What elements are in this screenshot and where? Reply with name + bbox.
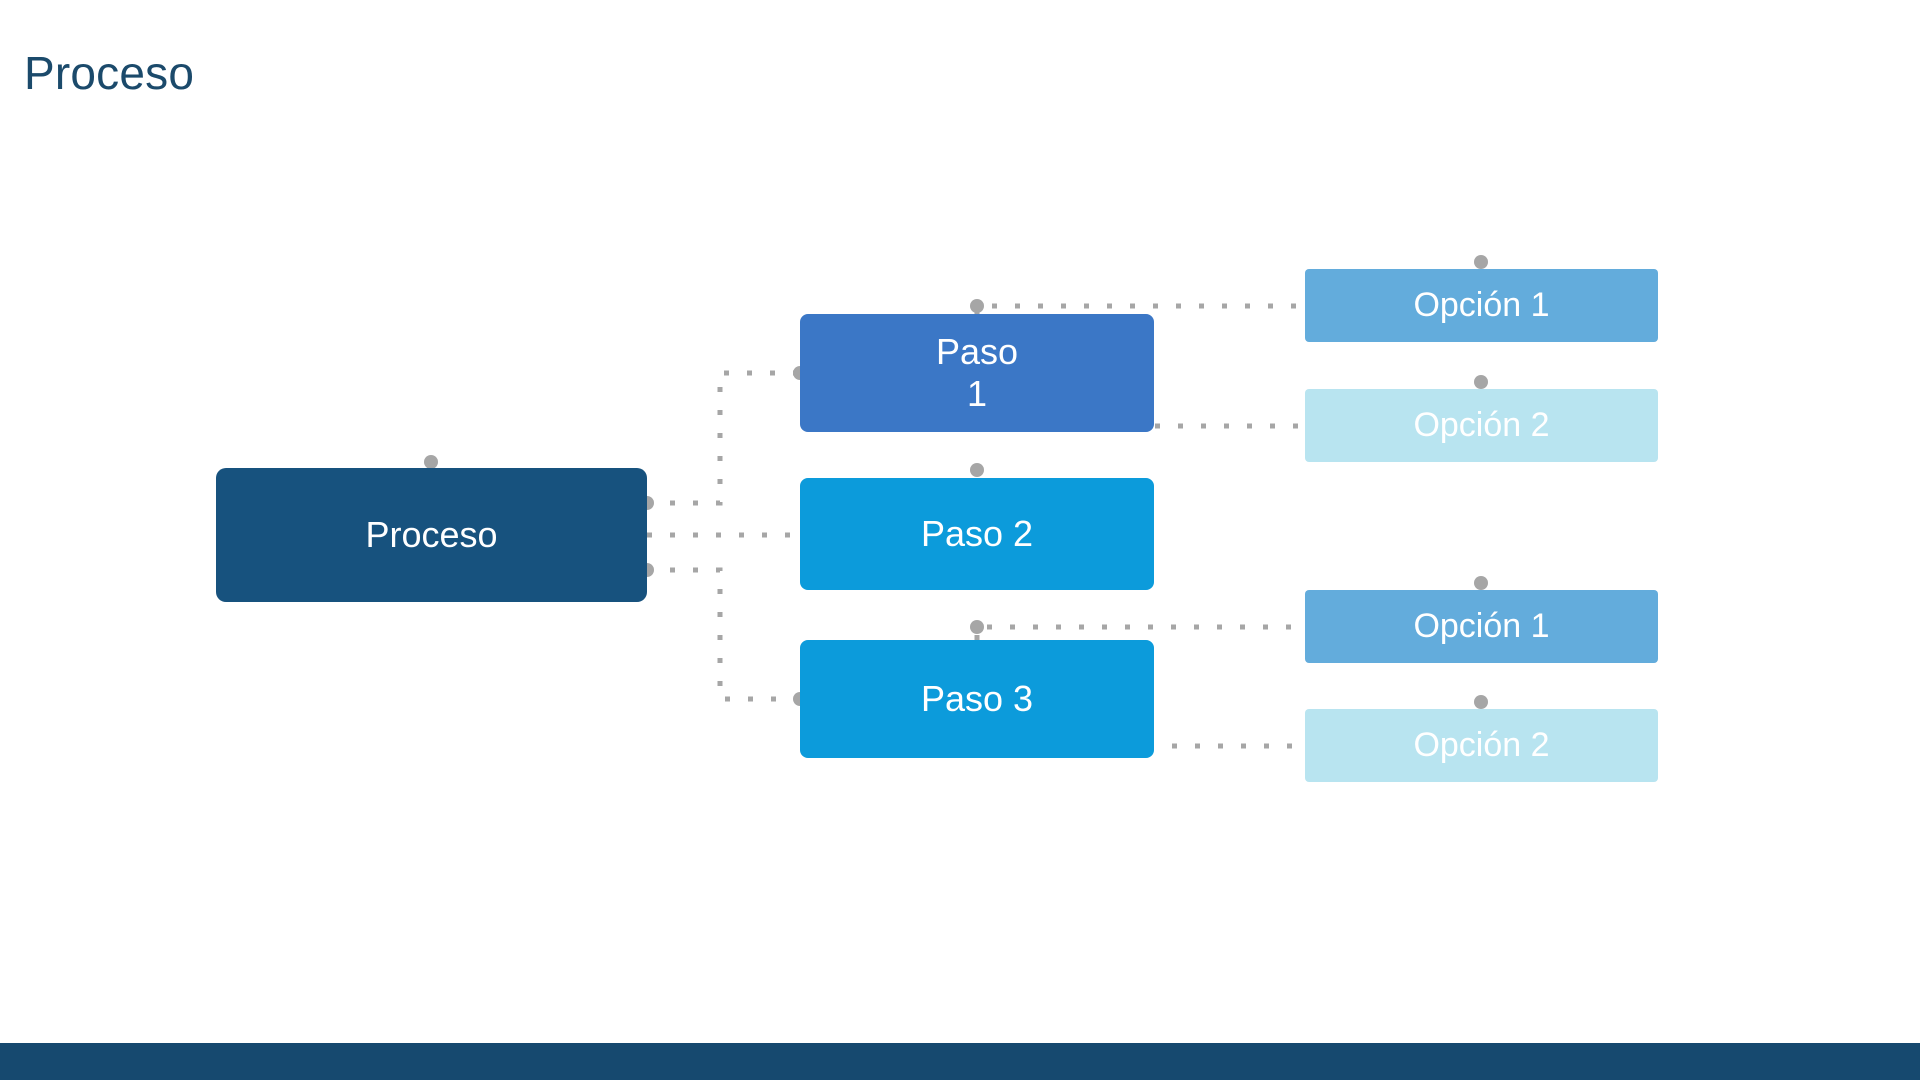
handle-step3-top (970, 620, 984, 634)
handle-root-top (424, 455, 438, 469)
edge-root-step3 (647, 567, 800, 702)
edge-root-step1 (647, 370, 800, 506)
handle-opt-c-top (1474, 576, 1488, 590)
edge-step3-option1 (974, 624, 1305, 640)
node-opcion-2-paso-1[interactable]: Opción 2 (1305, 389, 1658, 462)
node-opcion-2-paso-1-label: Opción 2 (1413, 406, 1550, 444)
node-paso-3[interactable]: Paso 3 (800, 640, 1154, 758)
node-opcion-2-paso-3[interactable]: Opción 2 (1305, 709, 1658, 782)
node-paso-2-label: Paso 2 (920, 513, 1034, 554)
node-opcion-1-paso-1[interactable]: Opción 1 (1305, 269, 1658, 342)
handle-opt-d-top (1474, 695, 1488, 709)
node-opcion-1-paso-3[interactable]: Opción 1 (1305, 590, 1658, 663)
page-title: Proceso (24, 47, 195, 99)
node-proceso-label: Proceso (365, 514, 498, 555)
node-paso-2[interactable]: Paso 2 (800, 478, 1154, 590)
process-diagram: Proceso Paso 1 Paso 2 Paso 3 Opción 1 Op… (216, 255, 1658, 782)
edge-step1-option1 (974, 303, 1305, 314)
node-opcion-1-paso-1-label: Opción 1 (1413, 286, 1550, 324)
node-paso-1[interactable]: Paso 1 (800, 314, 1154, 432)
slide-footer-bar (0, 1043, 1920, 1080)
node-proceso[interactable]: Proceso (216, 468, 647, 602)
handle-opt-b-top (1474, 375, 1488, 389)
node-opcion-1-paso-3-label: Opción 1 (1413, 607, 1550, 645)
handle-opt-a-top (1474, 255, 1488, 269)
handle-step2-top (970, 463, 984, 477)
node-opcion-2-paso-3-label: Opción 2 (1413, 726, 1550, 764)
node-paso-3-label: Paso 3 (920, 678, 1034, 719)
node-paso-1-label: Paso 1 (935, 330, 1019, 414)
handle-step1-top (970, 299, 984, 313)
